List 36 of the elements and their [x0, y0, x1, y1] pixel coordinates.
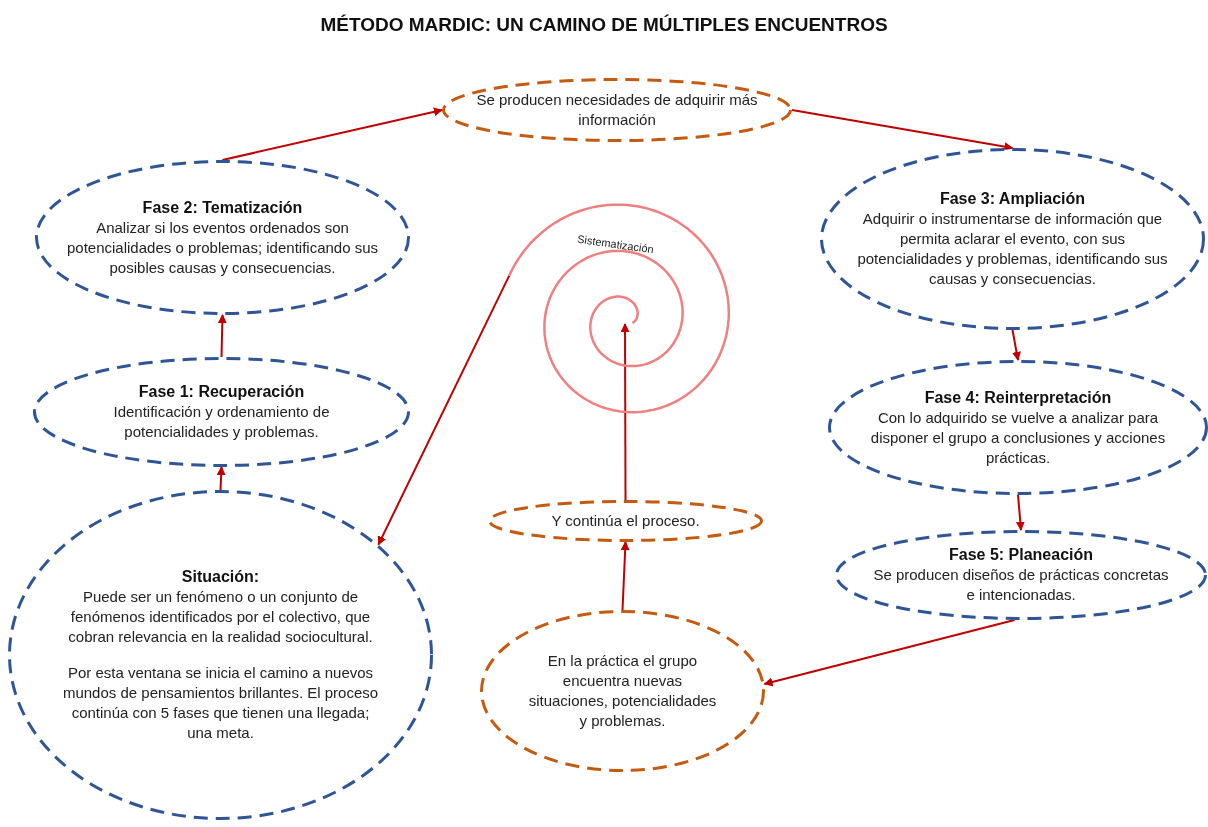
- description-text: Con lo adquirido se vuelve a analizar para disponer el grupo a conclusiones y acciones prácticas.: [869, 407, 1167, 468]
- dashed-ellipse: [488, 500, 763, 542]
- spiral-label: Sistematización: [576, 232, 655, 256]
- description-text: Puede ser un fenómeno o un conjunto de fenómenos identificados por el colectivo, que cobran relevancia en la realidad sociocultural.: [67, 587, 374, 647]
- description-text: Por esta ventana se inicia el camino a nuevos mundos de pensamientos brillantes. El proceso continúa con 5 fases que tienen una llegada; una meta.: [61, 663, 380, 743]
- arrow: [1011, 329, 1021, 361]
- dashed-ellipse: [480, 610, 765, 772]
- phase-heading: Fase 4: Reinterpretación: [923, 387, 1113, 408]
- arrow: [1015, 494, 1025, 531]
- arrow: [377, 274, 511, 546]
- description-text: Identificación y ordenamiento de potencialidades y problemas.: [112, 402, 331, 442]
- arrow: [763, 618, 1016, 687]
- description-text: Se producen necesidades de adquirir más información: [475, 90, 759, 130]
- dashed-ellipse: [820, 148, 1205, 330]
- dashed-ellipse: [835, 530, 1207, 620]
- phase-heading: Fase 2: Tematización: [141, 197, 304, 218]
- arrow: [216, 466, 226, 491]
- arrow: [620, 323, 630, 501]
- phase-heading: Fase 5: Planeación: [947, 545, 1095, 565]
- phase-heading: Fase 1: Recuperación: [137, 382, 306, 402]
- description-text: En la práctica el grupo encuentra nuevas situaciones, potencialidades y problemas.: [527, 651, 718, 731]
- arrow: [217, 314, 227, 358]
- arrow: [221, 107, 443, 161]
- dashed-ellipse: [8, 490, 433, 820]
- dashed-ellipse: [35, 160, 410, 315]
- dashed-ellipse: [828, 360, 1208, 495]
- phase-heading: Fase 3: Ampliación: [938, 189, 1087, 209]
- diagram-title: MÉTODO MARDIC: UN CAMINO DE MÚLTIPLES ENCUENTROS: [320, 14, 888, 36]
- phase-heading: Situación:: [180, 567, 261, 587]
- arrow: [620, 541, 630, 611]
- description-text: Y continúa el proceso.: [550, 511, 701, 531]
- description-text: Se producen diseños de prácticas concretas e intencionadas.: [872, 565, 1170, 605]
- dashed-ellipse: [33, 357, 410, 467]
- description-text: Adquirir o instrumentarse de información que permita aclarar el evento, con sus potencialidades y problemas, identificando sus causas y consecuencias.: [856, 209, 1169, 289]
- dashed-ellipse: [442, 78, 792, 142]
- description-text: Analizar si los eventos ordenados son potencialidades o problemas; identificando sus posibles causas y consecuencias.: [66, 217, 379, 278]
